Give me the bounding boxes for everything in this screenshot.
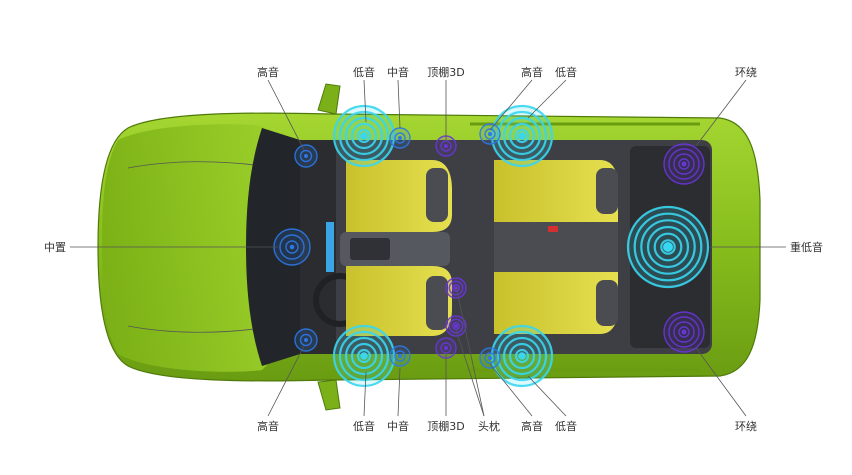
speaker-headrest-top-icon (445, 277, 467, 299)
left-mirror (317, 83, 341, 115)
leader-lines (70, 79, 786, 417)
speaker-woofer-rear-right-icon (490, 324, 554, 388)
front-left-seat (346, 160, 452, 232)
speaker-headrest-bottom-icon (445, 315, 467, 337)
hood-crease-bottom (127, 325, 263, 333)
label-top-woofer-right: 低音 (555, 65, 577, 79)
hood-crease-top (127, 161, 263, 169)
speaker-tweeter-rear-right-icon (479, 347, 501, 369)
label-bottom-headrest: 头枕 (478, 419, 500, 433)
speaker-subwoofer-icon (626, 205, 710, 289)
speaker-surround-bottom-icon (663, 311, 705, 353)
label-subwoofer: 重低音 (790, 240, 823, 254)
speaker-woofer-rear-left-icon (490, 104, 554, 168)
label-top-tweeter-left: 高音 (257, 65, 279, 79)
speaker-center-icon (273, 228, 311, 266)
label-top-mid-left: 中音 (387, 65, 409, 79)
front-right-seat (346, 266, 452, 336)
seat-belt-buckle (548, 226, 558, 232)
speaker-layer (273, 104, 710, 388)
label-top-woofer-left: 低音 (353, 65, 375, 79)
label-bottom-surround: 环绕 (735, 420, 757, 433)
car-hood (102, 124, 276, 372)
rear-seat-lower (494, 272, 618, 334)
console-tray (350, 238, 390, 260)
label-center: 中置 (44, 241, 66, 254)
right-mirror (317, 379, 341, 411)
rear-seat-upper (494, 160, 618, 222)
front-left-headrest (426, 168, 448, 222)
label-bottom-woofer-right: 低音 (555, 419, 577, 433)
speaker-tweeter-right-icon (294, 328, 318, 352)
label-top-tweeter-right: 高音 (521, 65, 543, 79)
rear-headrest-top (596, 168, 618, 214)
label-bottom-tweeter-left: 高音 (257, 419, 279, 433)
label-top-roof3d: 顶棚3D (427, 65, 464, 79)
speaker-tweeter-rear-left-icon (479, 123, 501, 145)
speaker-tweeter-left-icon (294, 144, 318, 168)
speaker-mid-front-left-icon (389, 127, 411, 149)
label-bottom-tweeter-right: 高音 (521, 419, 543, 433)
speaker-mid-front-right-icon (389, 345, 411, 367)
label-top-surround: 环绕 (735, 66, 757, 79)
speaker-labels: 高音 低音 中音 顶棚3D 高音 低音 环绕 中置 重低音 高音 低音 中音 顶… (44, 65, 823, 433)
label-bottom-woofer-left: 低音 (353, 419, 375, 433)
speaker-woofer-front-left-icon (332, 104, 396, 168)
front-right-headrest (426, 276, 448, 330)
label-bottom-mid-left: 中音 (387, 419, 409, 433)
rear-headrest-bottom (596, 280, 618, 326)
speaker-surround-top-icon (663, 143, 705, 185)
label-bottom-roof3d: 顶棚3D (427, 419, 464, 433)
speaker-woofer-front-right-icon (332, 324, 396, 388)
center-screen (326, 222, 334, 272)
